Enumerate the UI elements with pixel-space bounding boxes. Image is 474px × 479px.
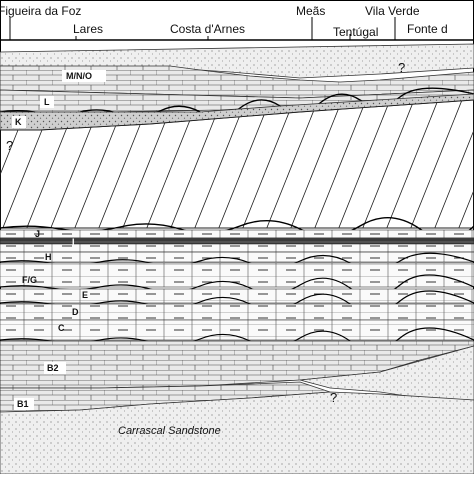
unknown-mark-left: ?	[6, 138, 13, 153]
label-bg	[14, 398, 34, 410]
unit-label-d: D	[72, 307, 79, 317]
unit-h-layer	[0, 251, 474, 263]
unit-label-fg: F/G	[22, 275, 37, 285]
locality-fonte: Fonte d	[407, 22, 448, 36]
locality-tentugal: Tentúgal	[333, 25, 378, 39]
label-bg	[44, 362, 66, 374]
unit-label-e: E	[82, 290, 88, 300]
unit-e-layer	[0, 288, 474, 304]
unknown-mark-upper: ?	[398, 60, 405, 75]
unit-label-b1: B1	[17, 399, 29, 409]
formation-label-carrascal: Carrascal Sandstone	[118, 425, 221, 437]
unit-label-c: C	[58, 323, 65, 333]
unit-diagonal-hatch	[0, 99, 474, 229]
label-bg	[40, 96, 54, 108]
unit-c-layer	[0, 319, 474, 341]
label-bg	[12, 116, 26, 128]
locality-meas: Meãs	[296, 4, 325, 18]
locality-figueira-da-foz: Figueira da Foz	[0, 4, 81, 18]
unit-label-mno: M/N/O	[66, 71, 92, 81]
unknown-mark-lower: ?	[330, 390, 337, 405]
unit-label-k: K	[15, 117, 22, 127]
unit-label-b2: B2	[47, 363, 59, 373]
locality-lares: Lares	[73, 22, 103, 36]
unit-label-i: I	[72, 237, 75, 247]
unit-label-h: H	[45, 252, 52, 262]
unit-label-l: L	[44, 97, 50, 107]
label-bg	[62, 70, 106, 82]
unit-label-j: J	[35, 229, 40, 239]
locality-costa-darnes: Costa d'Arnes	[170, 22, 245, 36]
locality-vila-verde: Vila Verde	[365, 4, 420, 18]
